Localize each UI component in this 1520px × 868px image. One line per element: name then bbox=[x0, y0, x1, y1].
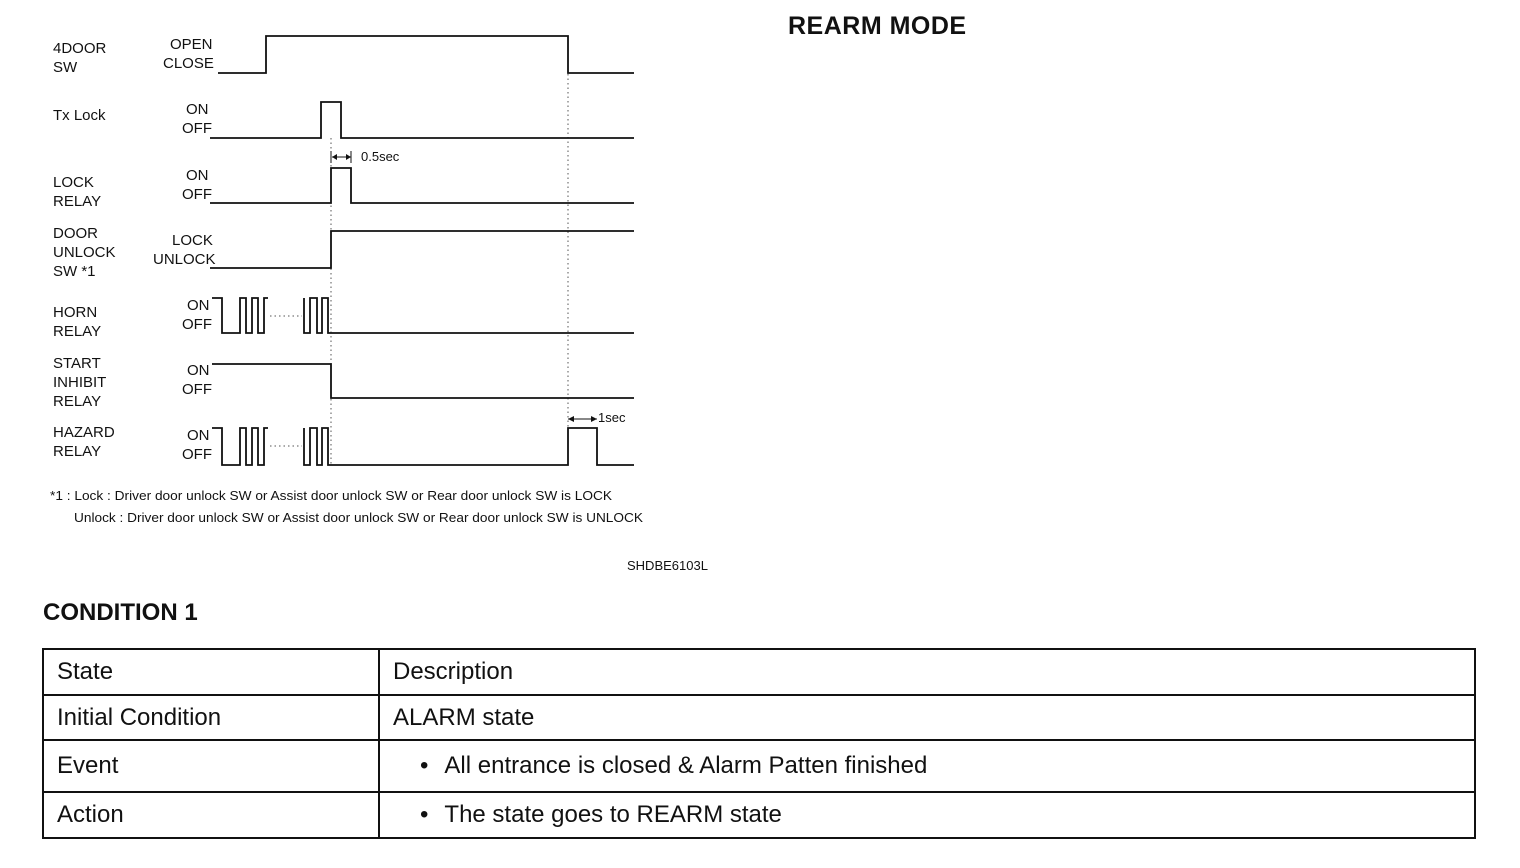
condition-title: CONDITION 1 bbox=[43, 599, 198, 626]
table-header-row: State Description bbox=[42, 648, 1476, 696]
level-label-high: ON bbox=[187, 427, 210, 444]
header-description: Description bbox=[378, 648, 1476, 696]
waveform-hazard-relay bbox=[303, 427, 634, 466]
level-label-high: ON bbox=[186, 167, 209, 184]
header-state: State bbox=[42, 648, 380, 696]
table-row: Event • All entrance is closed & Alarm Pa… bbox=[42, 739, 1476, 793]
table-row: Action • The state goes to REARM state bbox=[42, 791, 1476, 839]
waveform-horn-relay bbox=[212, 297, 268, 334]
page-title: REARM MODE bbox=[788, 12, 967, 40]
level-label-high: ON bbox=[186, 101, 209, 118]
level-label-low: OFF bbox=[182, 316, 212, 333]
bullet-icon: • bbox=[420, 801, 429, 828]
level-label-low: OFF bbox=[182, 186, 212, 203]
level-label-low: OFF bbox=[182, 381, 212, 398]
waveform-start-inhibit-relay bbox=[212, 363, 634, 399]
level-label-high: ON bbox=[187, 297, 210, 314]
level-label-high: LOCK bbox=[172, 232, 213, 249]
dimension-label: 0.5sec bbox=[361, 149, 400, 164]
waveform-horn-relay bbox=[303, 297, 634, 334]
waveform-hazard-relay bbox=[212, 427, 268, 466]
waveform-tx-lock bbox=[210, 101, 634, 139]
level-label-high: OPEN bbox=[170, 36, 213, 53]
level-label-low: CLOSE bbox=[163, 55, 214, 72]
state-table: State Description Initial Condition ALAR… bbox=[42, 648, 1476, 839]
table-row: Initial Condition ALARM state bbox=[42, 694, 1476, 741]
bullet-icon: • bbox=[420, 752, 429, 779]
dimension-1sec: 1sec bbox=[568, 410, 626, 425]
footnote-lock: *1 : Lock : Driver door unlock SW or Ass… bbox=[50, 489, 613, 503]
level-label-low: OFF bbox=[182, 120, 212, 137]
row-description: • The state goes to REARM state bbox=[378, 791, 1476, 839]
dimension-label: 1sec bbox=[598, 410, 626, 425]
footnote-unlock: Unlock : Driver door unlock SW or Assist… bbox=[74, 511, 644, 525]
row-state: Event bbox=[42, 739, 380, 793]
waveform-lock-relay bbox=[210, 167, 634, 204]
row-description: ALARM state bbox=[378, 694, 1476, 741]
waveform-4door-sw bbox=[218, 35, 634, 74]
level-label-low: UNLOCK bbox=[153, 251, 216, 268]
row-state: Action bbox=[42, 791, 380, 839]
waveform-door-unlock-sw bbox=[210, 230, 634, 269]
description-text: All entrance is closed & Alarm Patten fi… bbox=[444, 752, 928, 779]
description-text: ALARM state bbox=[393, 703, 535, 731]
level-label-low: OFF bbox=[182, 446, 212, 463]
dimension-0-5sec: 0.5sec bbox=[330, 149, 400, 164]
figure-code: SHDBE6103L bbox=[627, 558, 708, 573]
level-label-high: ON bbox=[187, 362, 210, 379]
row-description: • All entrance is closed & Alarm Patten f… bbox=[378, 739, 1476, 793]
signal-name-tx-lock: Tx Lock bbox=[53, 107, 106, 124]
row-state: Initial Condition bbox=[42, 694, 380, 741]
description-text: The state goes to REARM state bbox=[444, 801, 782, 828]
